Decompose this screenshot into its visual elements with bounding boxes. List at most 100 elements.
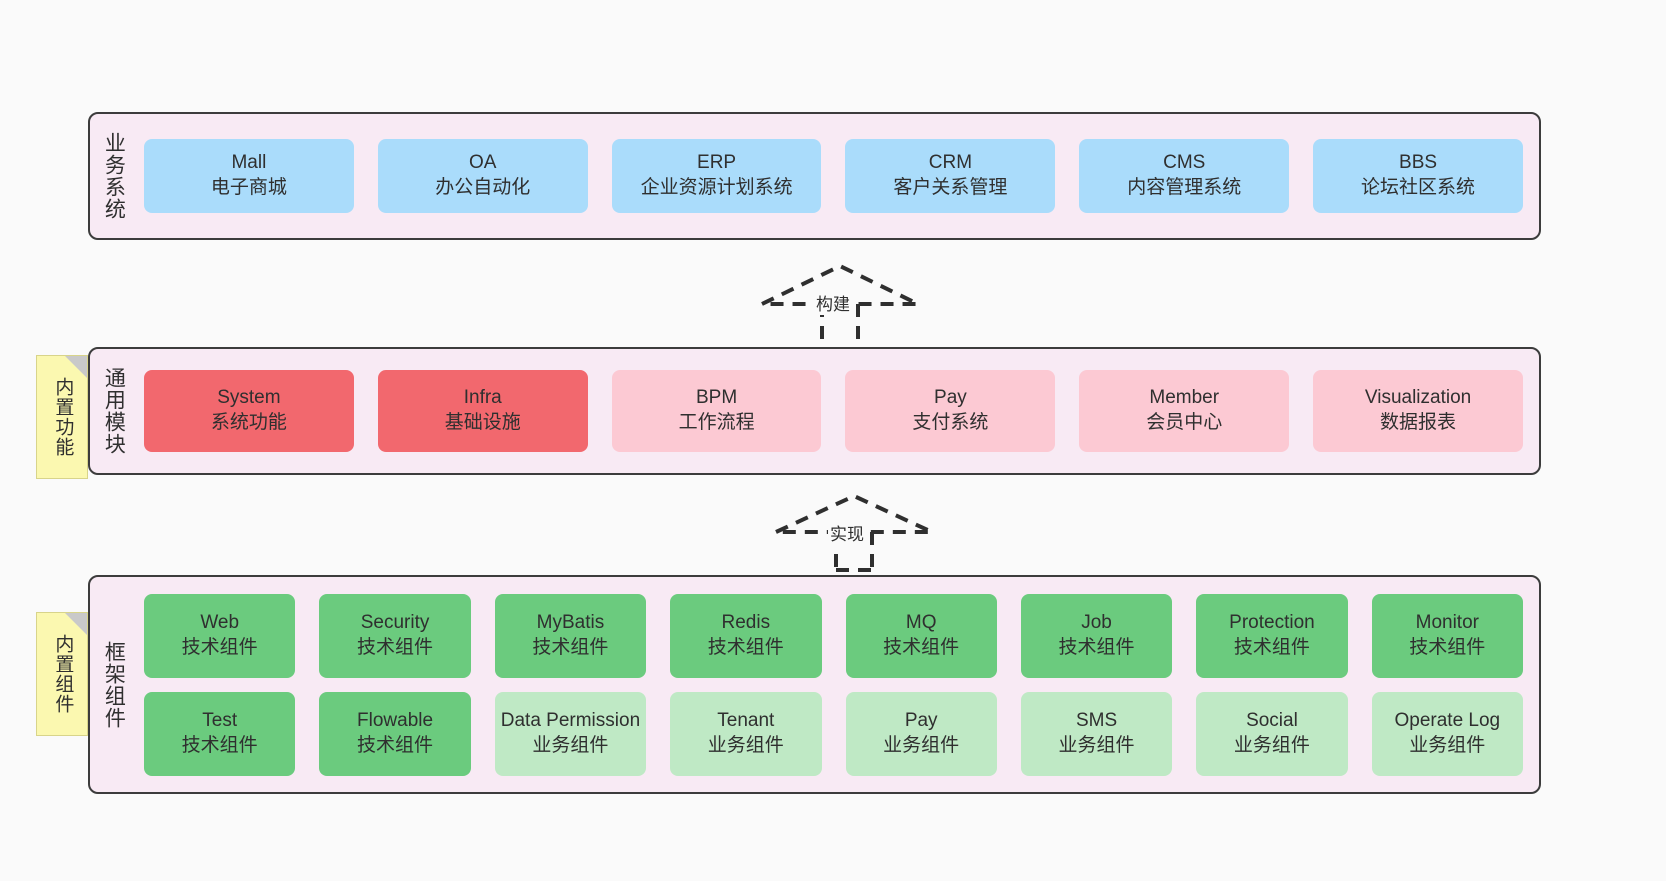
card-subtitle: 技术组件	[707, 636, 784, 658]
card-redis[interactable]: Redis 技术组件	[670, 593, 822, 678]
card-mybatis[interactable]: MyBatis 技术组件	[494, 593, 647, 678]
layer-framework-component: 框架组件 Web 技术组件 Security 技术组件 MyBatis 技术组件…	[88, 575, 1541, 794]
card-subtitle: 技术组件	[181, 734, 258, 756]
card-title: Pay	[904, 709, 938, 731]
card-title: Tenant	[717, 709, 775, 731]
card-title: Mall	[231, 152, 267, 174]
card-subtitle: 技术组件	[1409, 636, 1486, 658]
note-fold-corner-icon	[65, 356, 87, 378]
card-bpm[interactable]: BPM 工作流程	[611, 370, 822, 452]
note-text: 内置组件	[52, 634, 74, 714]
card-pay-component[interactable]: Pay 业务组件	[845, 691, 997, 776]
card-row: Mall 电子商城 OA 办公自动化 ERP 企业资源计划系统 CRM 客户关系…	[144, 139, 1523, 213]
connector-implement: 实现	[766, 490, 946, 572]
card-subtitle: 数据报表	[1380, 412, 1457, 433]
card-subtitle: 论坛社区系统	[1361, 177, 1476, 198]
card-subtitle: 业务组件	[1409, 734, 1486, 756]
card-protection[interactable]: Protection 技术组件	[1196, 593, 1348, 678]
card-subtitle: 企业资源计划系统	[640, 177, 793, 198]
card-title: System	[217, 387, 281, 409]
connector-label-implement: 实现	[828, 520, 866, 545]
layer-body-framework-component: Web 技术组件 Security 技术组件 MyBatis 技术组件 Redi…	[136, 577, 1539, 792]
card-infra[interactable]: Infra 基础设施	[377, 370, 588, 452]
card-pay[interactable]: Pay 支付系统	[845, 370, 1056, 452]
card-title: MQ	[905, 611, 937, 633]
card-title: Test	[202, 709, 238, 731]
card-title: Data Permission	[500, 709, 641, 731]
card-subtitle: 办公自动化	[435, 177, 531, 198]
card-social[interactable]: Social 业务组件	[1196, 691, 1348, 776]
card-title: SMS	[1075, 709, 1118, 731]
card-bbs[interactable]: BBS 论坛社区系统	[1313, 139, 1523, 213]
card-title: Protection	[1229, 611, 1315, 633]
card-subtitle: 电子商城	[210, 177, 287, 198]
card-sms[interactable]: SMS 业务组件	[1020, 691, 1173, 776]
note-fold-corner-icon	[65, 613, 87, 635]
card-system[interactable]: System 系统功能	[144, 370, 354, 452]
card-crm[interactable]: CRM 客户关系管理	[845, 139, 1056, 213]
card-web[interactable]: Web 技术组件	[144, 593, 296, 678]
card-row: Web 技术组件 Security 技术组件 MyBatis 技术组件 Redi…	[144, 593, 1523, 678]
card-title: BBS	[1399, 152, 1438, 174]
card-operate-log[interactable]: Operate Log 业务组件	[1371, 691, 1523, 776]
card-tenant[interactable]: Tenant 业务组件	[670, 691, 822, 776]
card-title: Infra	[463, 387, 502, 409]
card-member[interactable]: Member 会员中心	[1079, 370, 1290, 452]
card-subtitle: 业务组件	[1233, 734, 1310, 756]
layer-title-common-module: 通用模块	[102, 367, 126, 455]
card-title: Flowable	[357, 709, 434, 731]
card-data-permission[interactable]: Data Permission 业务组件	[494, 691, 647, 776]
card-subtitle: 技术组件	[1058, 636, 1135, 658]
layer-body-business-system: Mall 电子商城 OA 办公自动化 ERP 企业资源计划系统 CRM 客户关系…	[136, 114, 1539, 238]
card-security[interactable]: Security 技术组件	[319, 593, 471, 678]
card-title: OA	[469, 152, 497, 174]
note-text: 内置功能	[52, 377, 74, 457]
card-visualization[interactable]: Visualization 数据报表	[1313, 370, 1523, 452]
layer-title-framework-component: 框架组件	[102, 640, 126, 729]
card-subtitle: 技术组件	[357, 636, 434, 658]
card-subtitle: 客户关系管理	[893, 177, 1008, 198]
card-erp[interactable]: ERP 企业资源计划系统	[611, 139, 822, 213]
card-title: Operate Log	[1394, 709, 1501, 731]
card-row: Test 技术组件 Flowable 技术组件 Data Permission …	[144, 691, 1523, 776]
card-title: Visualization	[1364, 387, 1472, 409]
layer-business-system: 业务系统 Mall 电子商城 OA 办公自动化 ERP 企业资源计划系统 CRM…	[88, 112, 1541, 240]
card-title: Redis	[721, 611, 771, 633]
card-subtitle: 业务组件	[532, 734, 609, 756]
card-subtitle: 技术组件	[357, 734, 434, 756]
note-builtin-function: 内置功能	[36, 355, 88, 479]
card-cms[interactable]: CMS 内容管理系统	[1079, 139, 1290, 213]
card-subtitle: 系统功能	[210, 412, 287, 433]
card-subtitle: 业务组件	[707, 734, 784, 756]
card-title: Web	[200, 611, 240, 633]
card-title: MyBatis	[536, 611, 605, 633]
card-row: System 系统功能 Infra 基础设施 BPM 工作流程 Pay 支付系统…	[144, 370, 1523, 452]
note-builtin-component: 内置组件	[36, 612, 88, 736]
card-mall[interactable]: Mall 电子商城	[144, 139, 354, 213]
layer-body-common-module: System 系统功能 Infra 基础设施 BPM 工作流程 Pay 支付系统…	[136, 349, 1539, 473]
layer-title-business-system: 业务系统	[102, 132, 126, 220]
card-subtitle: 技术组件	[1233, 636, 1310, 658]
card-test[interactable]: Test 技术组件	[144, 691, 296, 776]
card-title: Monitor	[1415, 611, 1479, 633]
card-mq[interactable]: MQ 技术组件	[845, 593, 997, 678]
connector-label-build: 构建	[814, 290, 852, 315]
card-flowable[interactable]: Flowable 技术组件	[319, 691, 471, 776]
layer-common-module: 通用模块 System 系统功能 Infra 基础设施 BPM 工作流程 Pay…	[88, 347, 1541, 475]
card-monitor[interactable]: Monitor 技术组件	[1371, 593, 1523, 678]
card-title: CRM	[928, 152, 973, 174]
card-oa[interactable]: OA 办公自动化	[377, 139, 588, 213]
card-subtitle: 支付系统	[912, 412, 989, 433]
card-title: ERP	[697, 152, 737, 174]
card-title: Pay	[934, 387, 967, 409]
card-title: Member	[1149, 387, 1220, 409]
card-title: Social	[1246, 709, 1298, 731]
card-title: Security	[360, 611, 430, 633]
card-job[interactable]: Job 技术组件	[1020, 593, 1173, 678]
card-subtitle: 内容管理系统	[1127, 177, 1242, 198]
card-title: CMS	[1163, 152, 1206, 174]
card-subtitle: 会员中心	[1146, 412, 1223, 433]
card-subtitle: 技术组件	[532, 636, 609, 658]
card-subtitle: 技术组件	[181, 636, 258, 658]
